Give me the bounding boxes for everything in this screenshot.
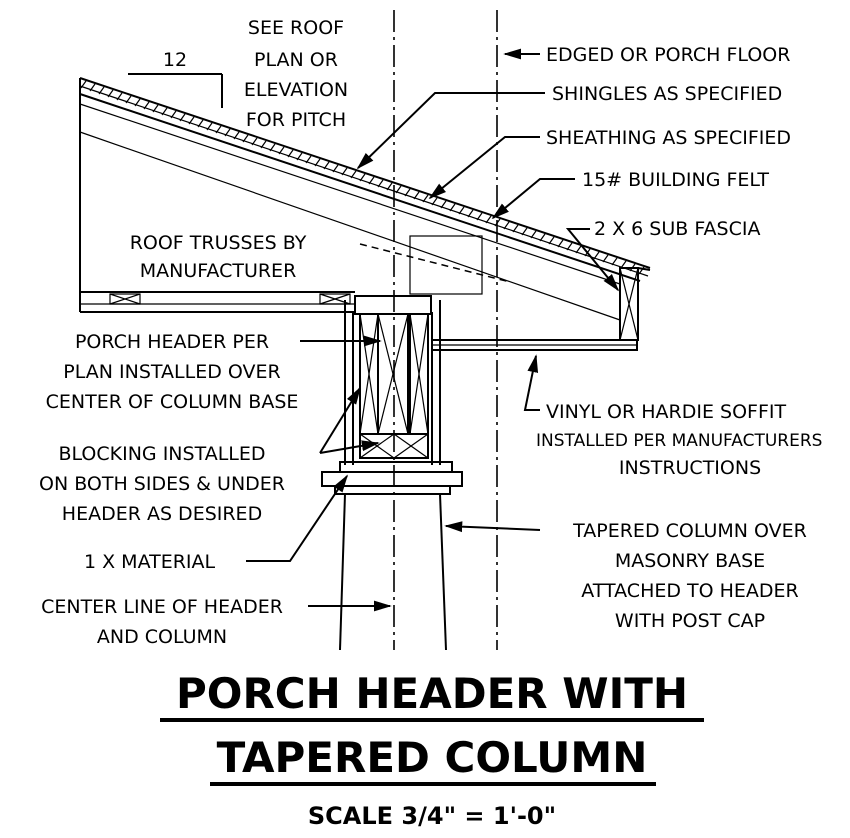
blocking-line-2: ON BOTH SIDES & UNDER — [39, 473, 285, 495]
roof-assembly — [79, 77, 651, 321]
title-line-1: PORCH HEADER WITH — [176, 669, 688, 718]
felt-label: 15# BUILDING FELT — [582, 169, 769, 191]
trusses-line-1: ROOF TRUSSES BY — [130, 232, 307, 254]
blocking-line-1: BLOCKING INSTALLED — [58, 443, 265, 465]
tapered-line-3: ATTACHED TO HEADER — [581, 580, 799, 602]
porch-header-line-1: PORCH HEADER PER — [75, 331, 269, 353]
trusses-line-2: MANUFACTURER — [140, 260, 297, 282]
shingles-label: SHINGLES AS SPECIFIED — [552, 83, 782, 105]
porch-header-line-3: CENTER OF COLUMN BASE — [46, 391, 299, 413]
one-x-label: 1 X MATERIAL — [84, 551, 216, 573]
pitch-run: 12 — [163, 49, 187, 71]
tapered-line-2: MASONRY BASE — [615, 550, 765, 572]
soffit — [431, 339, 638, 351]
title-block: PORCH HEADER WITH TAPERED COLUMN SCALE 3… — [160, 669, 704, 830]
title-line-2: TAPERED COLUMN — [217, 733, 648, 782]
sheathing-label: SHEATHING AS SPECIFIED — [546, 127, 791, 149]
soffit-line-1: VINYL OR HARDIE SOFFIT — [546, 401, 786, 423]
column — [321, 461, 463, 651]
sub-fascia — [619, 267, 651, 341]
see-roof-line-4: FOR PITCH — [246, 109, 346, 131]
centerline-line-2: AND COLUMN — [97, 626, 227, 648]
centerline-line-1: CENTER LINE OF HEADER — [41, 596, 283, 618]
see-roof-line-2: PLAN OR — [254, 49, 338, 71]
sub-fascia-label: 2 X 6 SUB FASCIA — [594, 218, 760, 240]
leaders — [246, 48, 620, 612]
detail-box — [359, 235, 511, 295]
tapered-line-4: WITH POST CAP — [615, 610, 765, 632]
center-lines — [393, 10, 498, 650]
labels: SEE ROOF PLAN OR ELEVATION FOR PITCH EDG… — [39, 17, 822, 648]
pitch-symbol: 12 — [128, 49, 223, 108]
scale-label: SCALE 3/4" = 1'-0" — [308, 802, 556, 830]
see-roof-line-1: SEE ROOF — [248, 17, 344, 39]
soffit-line-3: INSTRUCTIONS — [619, 457, 761, 479]
blocking-line-3: HEADER AS DESIRED — [62, 503, 262, 525]
edge-floor-label: EDGED OR PORCH FLOOR — [546, 44, 790, 66]
ceiling-chord — [80, 291, 355, 313]
see-roof-line-3: ELEVATION — [244, 79, 348, 101]
soffit-line-2: INSTALLED PER MANUFACTURERS — [536, 431, 822, 451]
tapered-line-1: TAPERED COLUMN OVER — [572, 520, 807, 542]
porch-header-line-2: PLAN INSTALLED OVER — [63, 361, 280, 383]
header-framing — [344, 295, 441, 465]
